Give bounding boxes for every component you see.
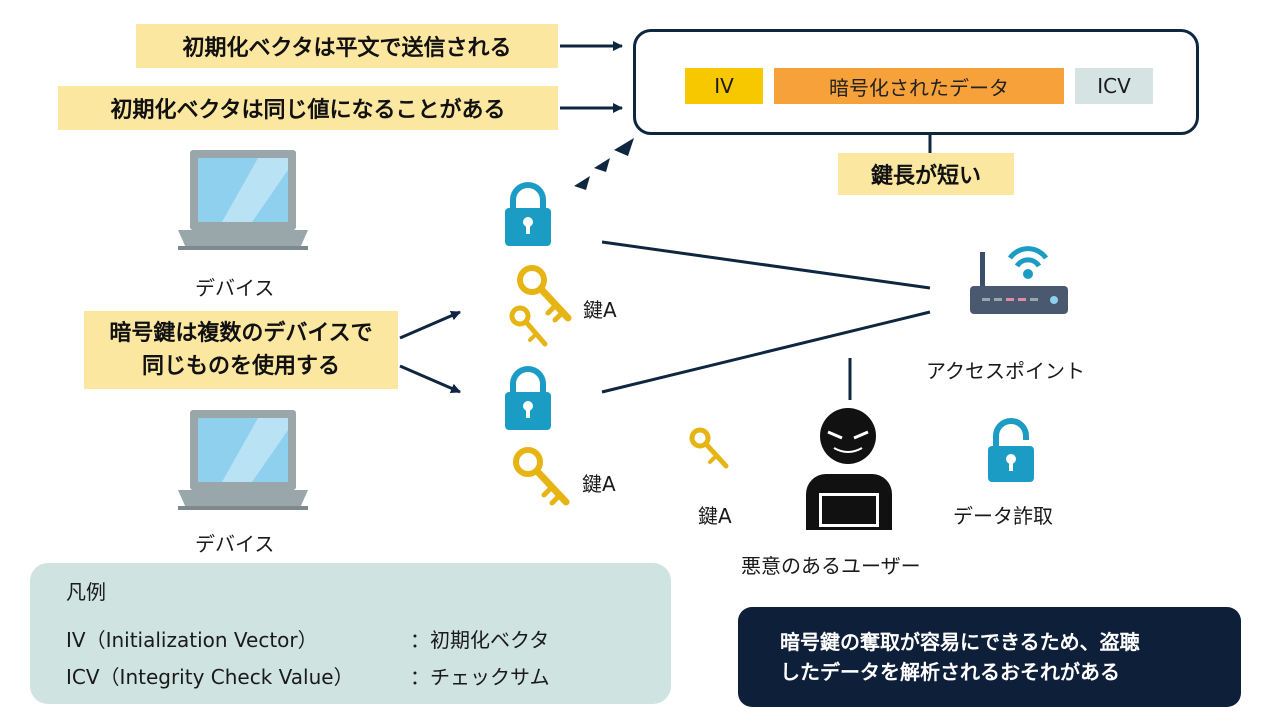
- warning-line2: したデータを解析されるおそれがある: [780, 660, 1120, 684]
- warning-line1: 暗号鍵の奪取が容易にできるため、盗聴: [780, 630, 1140, 654]
- key-icon: [509, 305, 548, 347]
- legend-title: 凡例: [66, 580, 106, 604]
- lock-icon: [505, 366, 551, 430]
- key-label-bottom: 鍵A: [582, 472, 616, 496]
- link-device-bottom-ap: [601, 310, 931, 394]
- callout-iv-same: 初期化ベクタは同じ値になることがある: [58, 86, 558, 130]
- transmission-arrows: [574, 138, 634, 190]
- laptop-icon: [178, 410, 308, 510]
- key-icon: [513, 447, 570, 506]
- key-label-top: 鍵A: [583, 298, 617, 322]
- device-label-top: デバイス: [195, 276, 275, 300]
- callout-iv-plaintext: 初期化ベクタは平文で送信される: [136, 24, 558, 68]
- packet-encrypted-data: 暗号化されたデータ: [774, 68, 1064, 104]
- unlocked-lock-icon: [988, 418, 1034, 482]
- laptop-icon: [178, 150, 308, 250]
- callout-shared-key: 暗号鍵は複数のデバイスで 同じものを使用する: [84, 311, 398, 389]
- arrow-shared-key-bottom: [399, 364, 461, 394]
- attacker-icon: [806, 408, 892, 530]
- packet-frame: IV 暗号化されたデータ ICV: [633, 29, 1199, 135]
- legend-panel: 凡例 IV（Initialization Vector） ：初期化ベクタ ICV…: [30, 563, 671, 704]
- packet-icv: ICV: [1075, 68, 1153, 104]
- access-point-label: アクセスポイント: [926, 359, 1085, 383]
- router-icon: [970, 246, 1068, 314]
- device-label-bottom: デバイス: [195, 532, 275, 556]
- key-icon: [689, 427, 729, 469]
- key-icon: [517, 265, 572, 323]
- legend-row2-term: ICV（Integrity Check Value）: [66, 665, 354, 689]
- warning-box: 暗号鍵の奪取が容易にできるため、盗聴 したデータを解析されるおそれがある: [738, 607, 1241, 707]
- callout-shared-key-line2: 同じものを使用する: [141, 354, 340, 379]
- legend-row2-desc: ：チェックサム: [410, 665, 550, 689]
- link-device-top-ap: [601, 240, 931, 290]
- legend-row1-term: IV（Initialization Vector）: [66, 628, 318, 652]
- attacker-label: 悪意のあるユーザー: [741, 554, 921, 578]
- arrow-shared-key-top: [399, 310, 461, 340]
- callout-key-short: 鍵長が短い: [838, 153, 1014, 195]
- data-theft-label: データ詐取: [953, 504, 1053, 528]
- lock-icon: [505, 182, 551, 246]
- callout-shared-key-line1: 暗号鍵は複数のデバイスで: [109, 321, 373, 346]
- key-label-attacker: 鍵A: [698, 504, 732, 528]
- packet-iv: IV: [685, 68, 763, 104]
- legend-row1-desc: ：初期化ベクタ: [410, 628, 550, 652]
